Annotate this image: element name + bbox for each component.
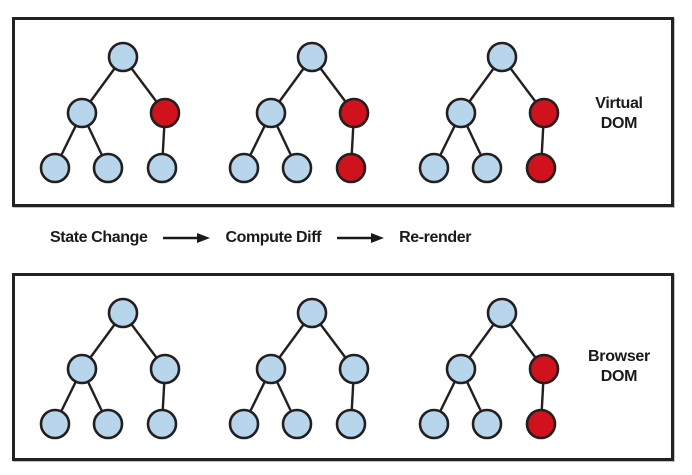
virtual-dom-label-line2: DOM <box>600 115 638 132</box>
virtual-dom-tree-3 <box>418 41 560 184</box>
virtual-dom-trees <box>39 41 560 184</box>
virtual-dom-tree-2 <box>228 41 370 184</box>
flow-step-compute-diff: Compute Diff <box>225 229 322 246</box>
arrow-right-icon <box>163 233 211 243</box>
tree-node-blue <box>228 408 260 440</box>
virtual-dom-tree-1 <box>39 41 181 184</box>
tree-node-blue <box>255 353 287 385</box>
virtual-dom-label-line1: Virtual <box>595 95 643 112</box>
tree-node-blue <box>486 41 518 73</box>
browser-dom-tree-1 <box>39 297 181 440</box>
tree-node-blue <box>92 408 124 440</box>
tree-node-blue <box>107 297 139 329</box>
tree-node-blue <box>486 297 518 329</box>
tree-node-blue <box>149 353 181 385</box>
virtual-dom-label: Virtual DOM <box>573 94 665 134</box>
tree-node-blue <box>296 297 328 329</box>
tree-node-red <box>338 97 370 129</box>
tree-node-red <box>525 408 557 440</box>
browser-dom-label: Browser DOM <box>573 347 665 387</box>
browser-dom-trees <box>39 297 560 440</box>
tree-node-blue <box>255 97 287 129</box>
tree-node-blue <box>338 353 370 385</box>
tree-node-blue <box>39 408 71 440</box>
tree-node-blue <box>335 408 367 440</box>
tree-node-blue <box>107 41 139 73</box>
tree-node-blue <box>281 408 313 440</box>
flow-step-state-change: State Change <box>50 229 148 246</box>
tree-node-red <box>528 353 560 385</box>
browser-dom-tree-3 <box>418 297 560 440</box>
tree-node-red <box>335 152 367 184</box>
flow-row: State Change Compute Diff Re-render <box>50 224 471 252</box>
tree-node-blue <box>445 353 477 385</box>
virtual-dom-box: Virtual DOM <box>12 17 674 207</box>
tree-node-red <box>149 97 181 129</box>
arrow-right-icon <box>337 233 385 243</box>
tree-node-blue <box>66 353 98 385</box>
tree-node-blue <box>471 152 503 184</box>
browser-dom-box: Browser DOM <box>12 273 674 461</box>
tree-node-blue <box>39 152 71 184</box>
tree-node-blue <box>296 41 328 73</box>
tree-node-blue <box>146 408 178 440</box>
tree-node-blue <box>228 152 260 184</box>
tree-node-blue <box>445 97 477 129</box>
browser-dom-label-line1: Browser <box>588 348 650 365</box>
browser-dom-tree-2 <box>228 297 370 440</box>
tree-node-blue <box>471 408 503 440</box>
tree-node-blue <box>281 152 313 184</box>
tree-node-red <box>528 97 560 129</box>
flow-step-re-render: Re-render <box>399 229 472 246</box>
tree-node-blue <box>418 152 450 184</box>
tree-node-blue <box>92 152 124 184</box>
tree-node-blue <box>66 97 98 129</box>
tree-node-red <box>525 152 557 184</box>
browser-dom-label-line2: DOM <box>600 368 638 385</box>
tree-node-blue <box>418 408 450 440</box>
tree-node-blue <box>146 152 178 184</box>
